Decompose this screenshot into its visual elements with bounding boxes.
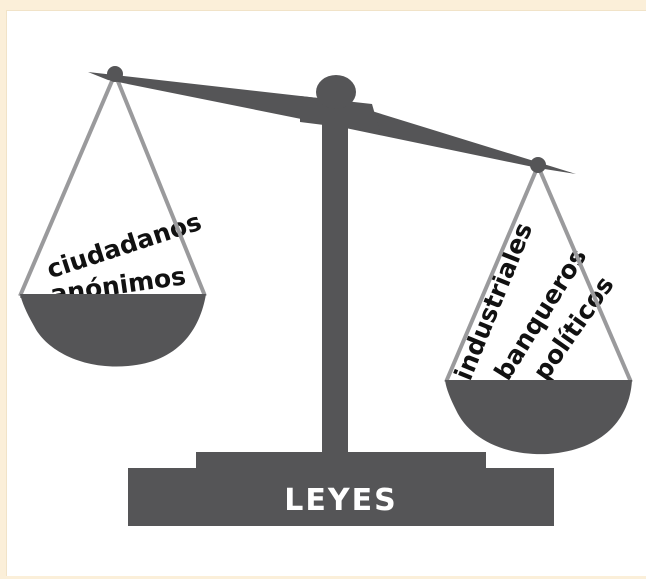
base-step bbox=[196, 452, 486, 470]
scale-post bbox=[322, 110, 348, 455]
right-pan-label: industriales banqueros políticos bbox=[449, 218, 620, 385]
right-pan-bowl bbox=[445, 380, 632, 455]
left-beam-knob bbox=[107, 66, 123, 82]
base-label: LEYES bbox=[284, 483, 397, 518]
pivot-knob bbox=[316, 75, 356, 109]
base-block bbox=[128, 468, 554, 526]
right-beam-knob bbox=[530, 157, 546, 173]
left-pan-bowl bbox=[20, 294, 206, 367]
